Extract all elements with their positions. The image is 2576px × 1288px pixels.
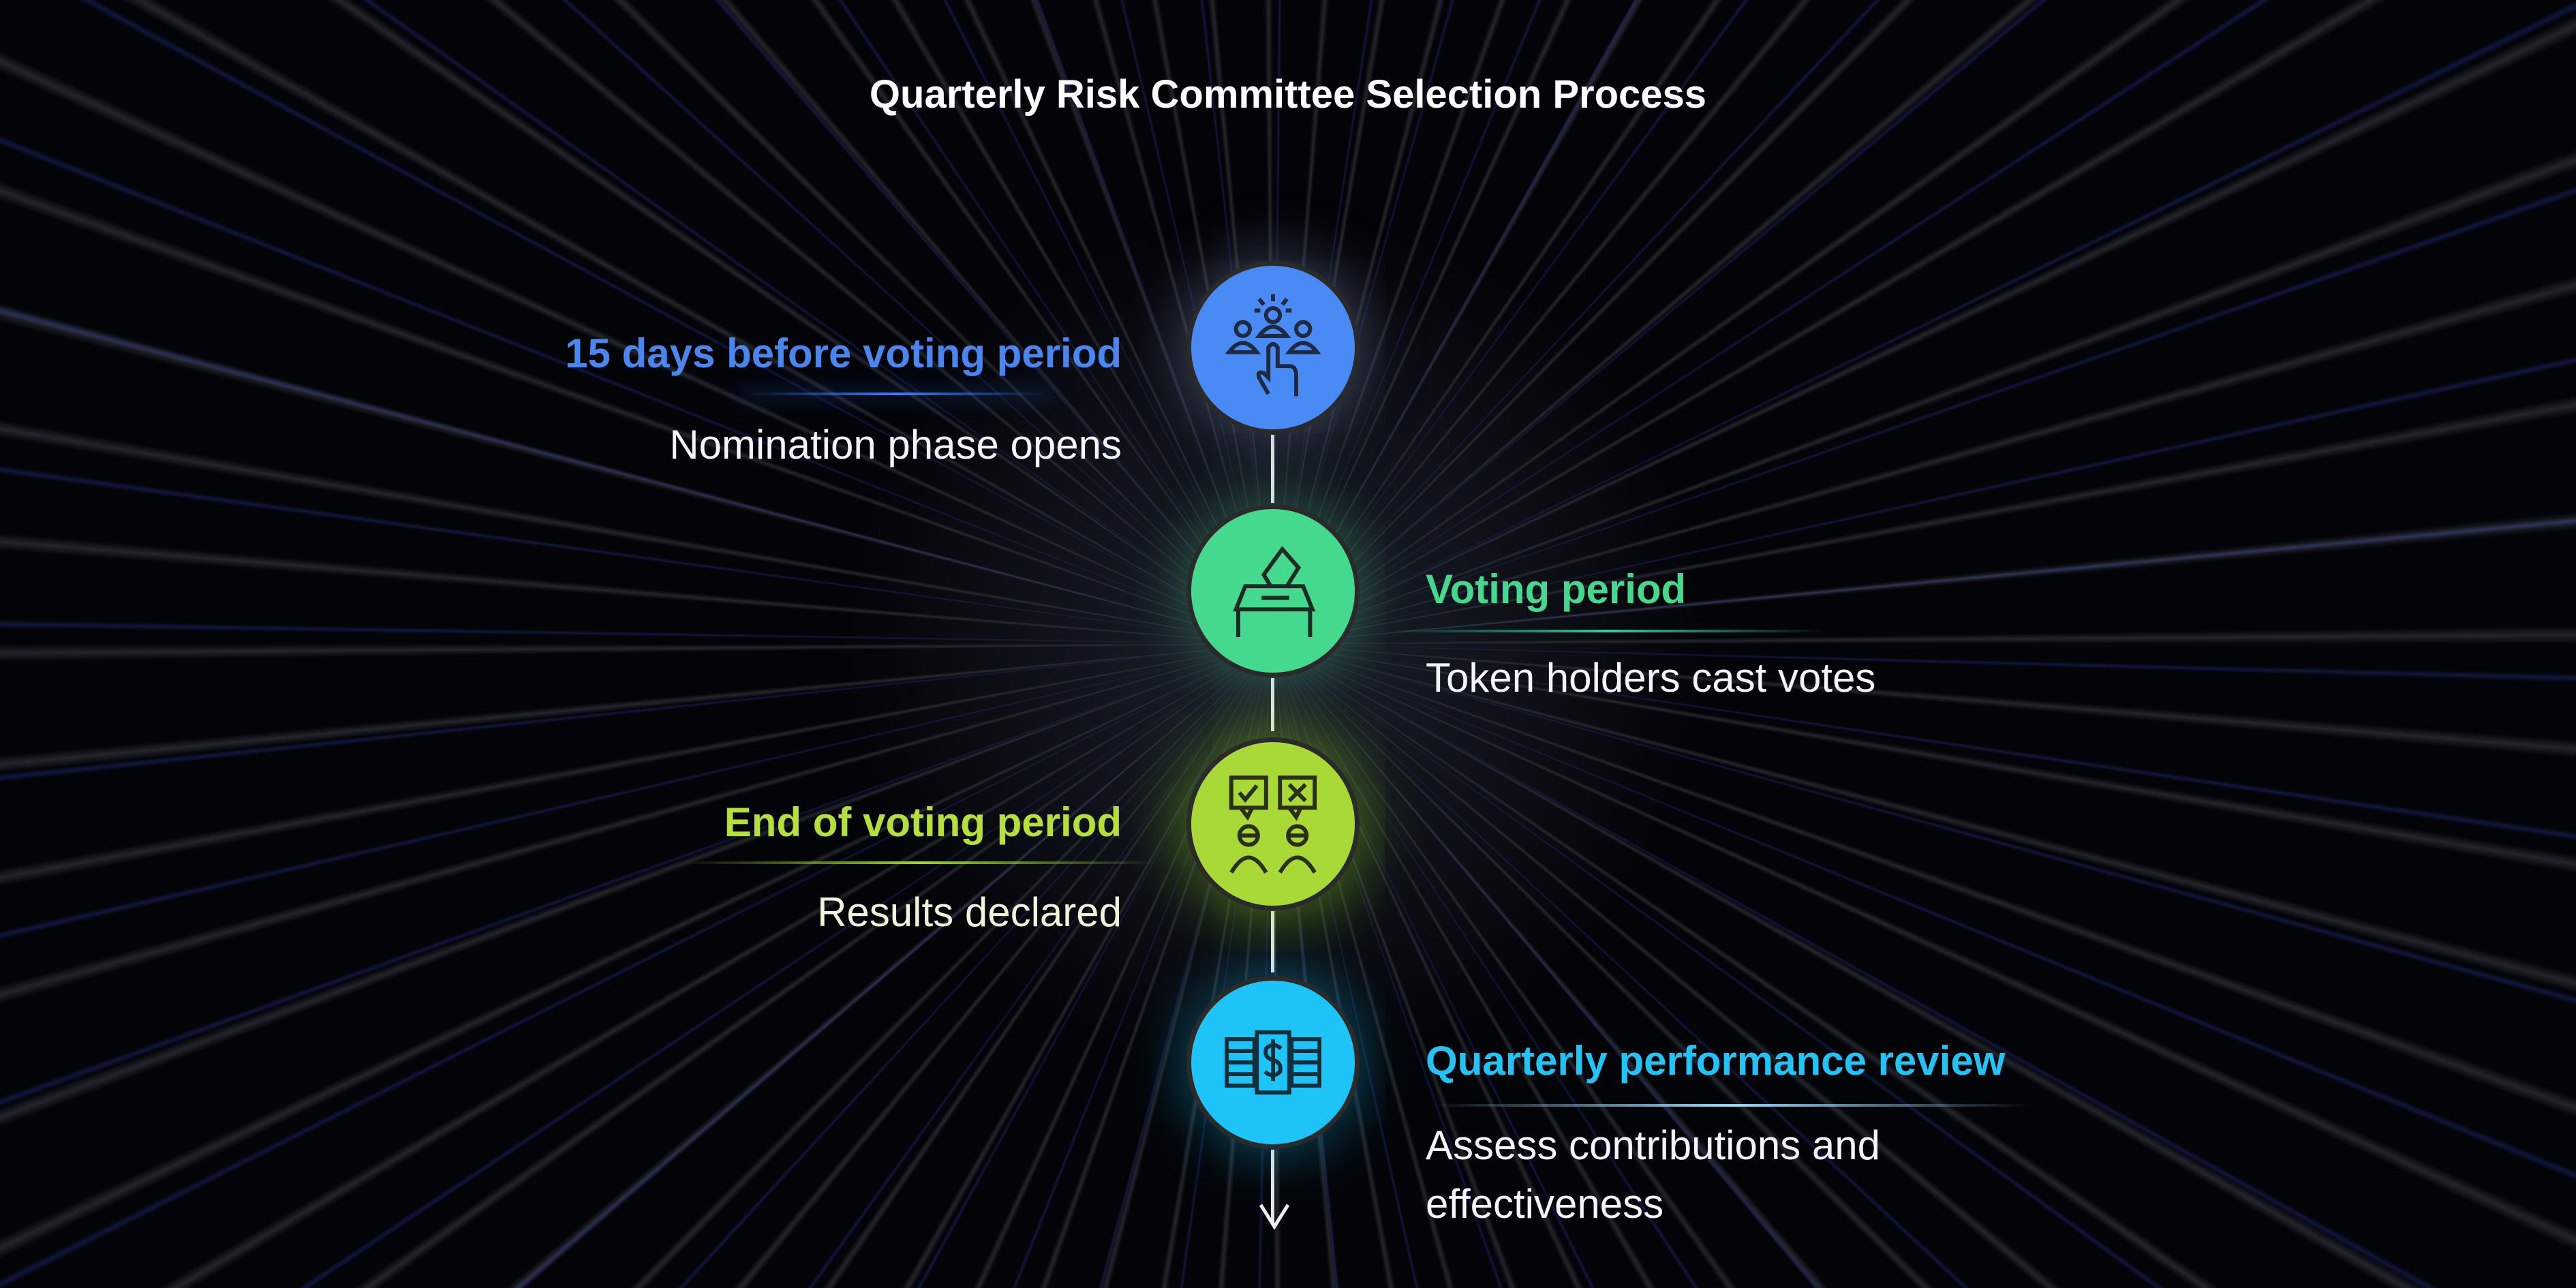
step-2-heading: Voting period bbox=[1426, 566, 1687, 612]
ballot-box-icon bbox=[1233, 546, 1316, 637]
vote-results-icon bbox=[1229, 776, 1317, 874]
connector-line bbox=[1271, 435, 1274, 503]
step-4-heading: Quarterly performance review bbox=[1426, 1038, 2006, 1084]
connector-line bbox=[1271, 1150, 1274, 1225]
step-4-divider bbox=[1431, 1104, 2031, 1107]
step-3-description: Results declared bbox=[817, 889, 1122, 935]
arrow-down-icon bbox=[1259, 1203, 1290, 1230]
step-3-divider bbox=[681, 861, 1159, 864]
people-selection-hand-icon bbox=[1225, 294, 1321, 397]
step-1-heading: 15 days before voting period bbox=[565, 331, 1122, 376]
step-1-circle bbox=[1186, 261, 1360, 434]
step-1-divider bbox=[736, 393, 1056, 395]
connector-line bbox=[1271, 678, 1274, 731]
step-2-circle bbox=[1186, 504, 1360, 677]
step-4-description: Assess contributions and effectiveness bbox=[1426, 1122, 1881, 1227]
step-2-description: Token holders cast votes bbox=[1426, 655, 1876, 701]
step-4-circle bbox=[1186, 976, 1360, 1149]
step-2-divider bbox=[1390, 630, 1826, 632]
connector-line bbox=[1271, 911, 1274, 972]
money-review-icon bbox=[1225, 1030, 1321, 1095]
step-3-heading: End of voting period bbox=[724, 799, 1122, 845]
step-3-circle bbox=[1186, 737, 1360, 910]
step-1-description: Nomination phase opens bbox=[669, 422, 1122, 467]
page-title: Quarterly Risk Committee Selection Proce… bbox=[869, 72, 1707, 117]
